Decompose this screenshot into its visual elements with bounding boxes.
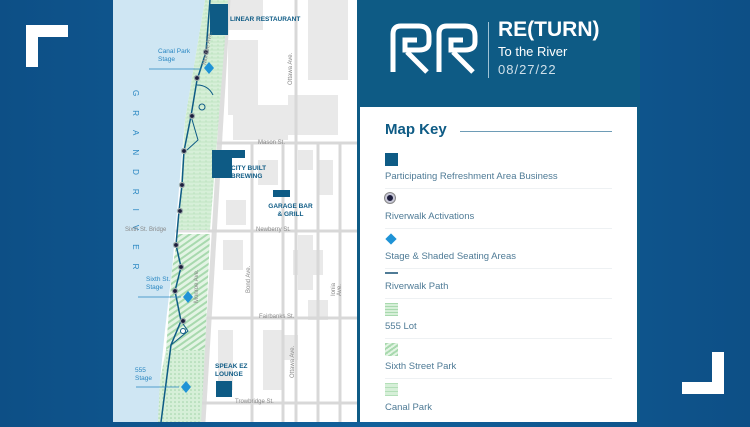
key-item-business: Participating Refreshment Area Business [385, 149, 612, 189]
activation-dots [171, 48, 210, 325]
rr-logo-icon [390, 23, 478, 74]
key-label: Canal Park [385, 402, 432, 413]
key-label: Stage & Shaded Seating Areas [385, 251, 516, 262]
map-key-title: Map Key [385, 121, 447, 138]
map-drawing: GRANDRIVER [113, 0, 357, 423]
dots-pattern-icon [385, 303, 398, 316]
activation-dot-icon [385, 193, 395, 203]
diamond-icon [385, 233, 397, 245]
event-date: 08/27/22 [498, 62, 557, 77]
stage-markers [181, 62, 214, 393]
label-linear-restaurant: LINEAR RESTAURANT [230, 16, 301, 23]
brick-pattern-icon [385, 383, 398, 396]
key-label: Riverwalk Activations [385, 211, 475, 222]
label-ottawa-ave: Ottawa Ave. [288, 52, 294, 85]
river-label: GRANDRIVER [131, 90, 140, 283]
title-rule [460, 131, 612, 132]
label-canal-park-stage: Canal Park Stage [158, 48, 191, 63]
key-item-path: Riverwalk Path [385, 269, 612, 299]
key-item-sixth-street-park: Sixth Street Park [385, 339, 612, 379]
canal-park [178, 0, 228, 230]
corner-bracket-top-left [26, 25, 68, 67]
key-label: Riverwalk Path [385, 281, 449, 292]
key-label: 555 Lot [385, 321, 417, 332]
path-line-icon [385, 272, 398, 274]
map-key: Map Key Participating Refreshment Area B… [357, 107, 640, 422]
label-trowbridge-st: Trowbridge St. [235, 399, 274, 405]
key-label: Sixth Street Park [385, 361, 457, 372]
label-garage-bar-grill: GARAGE BAR & GRILL [268, 203, 313, 218]
header-divider [488, 22, 489, 78]
label-city-built-brewing: CITY BUILT BREWING [231, 165, 267, 180]
label-sixth-st-bridge: Sixth St. Bridge [125, 227, 167, 233]
riverwalk-map: GRANDRIVER LINEAR RESTAURANT CITY BUILT … [113, 0, 357, 423]
label-fairbanks-st: Fairbanks St. [259, 314, 295, 320]
event-header [357, 0, 640, 107]
label-monroe-ave-south: Monroe Ave. [194, 269, 200, 303]
label-555-stage: 555 Stage [135, 367, 152, 382]
square-icon [385, 153, 398, 166]
label-mason-st: Mason St. [258, 140, 286, 146]
river [113, 0, 205, 422]
event-title: RE(TURN) [498, 18, 600, 41]
label-bond-ave: Bond Ave. [246, 265, 252, 293]
label-newberry-st: Newberry St. [256, 227, 291, 233]
corner-bracket-bottom-right [682, 352, 724, 394]
label-speak-ez-lounge: SPEAK EZ LOUNGE [215, 363, 248, 378]
key-label: Participating Refreshment Area Business [385, 171, 558, 182]
label-sixth-st-stage: Sixth St. Stage [146, 276, 171, 291]
city-blocks [218, 0, 348, 390]
key-item-555-lot: 555 Lot [385, 299, 612, 339]
stripes-pattern-icon [385, 343, 398, 356]
key-item-canal-park: Canal Park [385, 379, 612, 419]
key-item-stages: Stage & Shaded Seating Areas [385, 229, 612, 269]
label-ionia-ave: Ionia Ave. [331, 282, 343, 296]
event-subtitle: To the River [498, 44, 568, 59]
business-markers [210, 4, 290, 397]
555-lot [158, 350, 205, 422]
key-item-activations: Riverwalk Activations [385, 189, 612, 229]
label-ottawa-ave-south: Ottawa Ave. [290, 345, 296, 378]
